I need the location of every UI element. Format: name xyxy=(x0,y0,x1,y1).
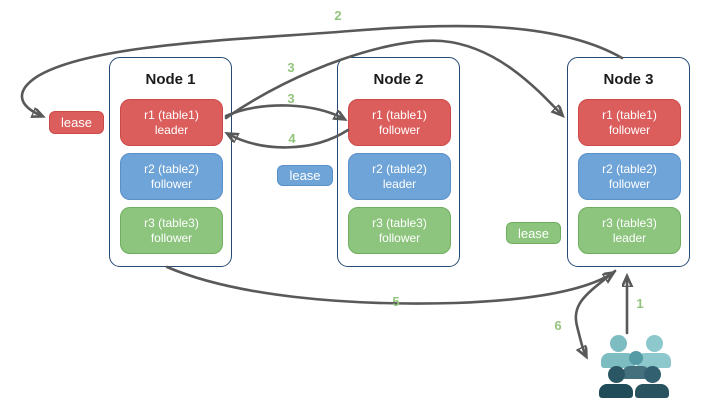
replica-role: leader xyxy=(382,176,417,191)
node2-replica-r2: r2 (table2) leader xyxy=(348,153,451,200)
replica-name: r1 (table1) xyxy=(372,107,427,122)
replica-name: r2 (table2) xyxy=(372,161,427,176)
step-label-3b: 3 xyxy=(287,91,295,106)
replica-name: r1 (table1) xyxy=(602,107,657,122)
step-label-2: 2 xyxy=(334,8,342,23)
user-front-right-body xyxy=(635,384,669,398)
replica-name: r3 (table3) xyxy=(602,215,657,230)
node-2-title: Node 2 xyxy=(373,71,424,88)
step-label-1: 1 xyxy=(636,296,644,311)
lease-badge-red: lease xyxy=(49,111,104,134)
user-front-left-head xyxy=(608,366,625,383)
node1-replica-r1: r1 (table1) leader xyxy=(120,99,223,146)
lease-badge-green: lease xyxy=(506,222,561,244)
node-2-card: Node 2 r1 (table1) follower r2 (table2) … xyxy=(337,57,460,267)
step-label-3a: 3 xyxy=(287,60,295,75)
replica-name: r2 (table2) xyxy=(144,161,199,176)
arrow-step-3-to-node2 xyxy=(224,104,344,119)
node3-replica-r1: r1 (table1) follower xyxy=(578,99,681,146)
replica-role: follower xyxy=(150,230,193,245)
user-front-right-head xyxy=(644,366,661,383)
node2-replica-r3: r3 (table3) follower xyxy=(348,207,451,254)
node-3-card: Node 3 r1 (table1) follower r2 (table2) … xyxy=(567,57,690,267)
replica-role: leader xyxy=(612,230,647,245)
user-front-left-body xyxy=(599,384,633,398)
replica-role: follower xyxy=(378,230,421,245)
user-back-left-head xyxy=(610,335,627,352)
replica-role: leader xyxy=(154,122,189,137)
user-back-right-body xyxy=(637,353,671,368)
replica-name: r3 (table3) xyxy=(372,215,427,230)
step-label-5: 5 xyxy=(392,294,400,309)
user-middle-body xyxy=(622,366,650,379)
node3-replica-r2: r2 (table2) follower xyxy=(578,153,681,200)
replica-name: r1 (table1) xyxy=(144,107,199,122)
node-3-title: Node 3 xyxy=(603,71,654,88)
replica-role: follower xyxy=(608,122,651,137)
node2-replica-r1: r1 (table1) follower xyxy=(348,99,451,146)
replica-role: follower xyxy=(150,176,193,191)
step-label-4: 4 xyxy=(288,131,296,146)
replica-name: r2 (table2) xyxy=(602,161,657,176)
replica-role: follower xyxy=(378,122,421,137)
step-label-6: 6 xyxy=(554,318,562,333)
user-middle-head xyxy=(629,351,643,365)
replica-role: follower xyxy=(608,176,651,191)
node-1-card: Node 1 r1 (table1) leader r2 (table2) fo… xyxy=(109,57,232,267)
node-1-title: Node 1 xyxy=(145,71,196,88)
node1-replica-r2: r2 (table2) follower xyxy=(120,153,223,200)
replica-name: r3 (table3) xyxy=(144,215,199,230)
user-back-right-head xyxy=(646,335,663,352)
node3-replica-r3: r3 (table3) leader xyxy=(578,207,681,254)
node1-replica-r3: r3 (table3) follower xyxy=(120,207,223,254)
users-icon xyxy=(598,335,672,399)
lease-badge-blue: lease xyxy=(277,165,333,186)
